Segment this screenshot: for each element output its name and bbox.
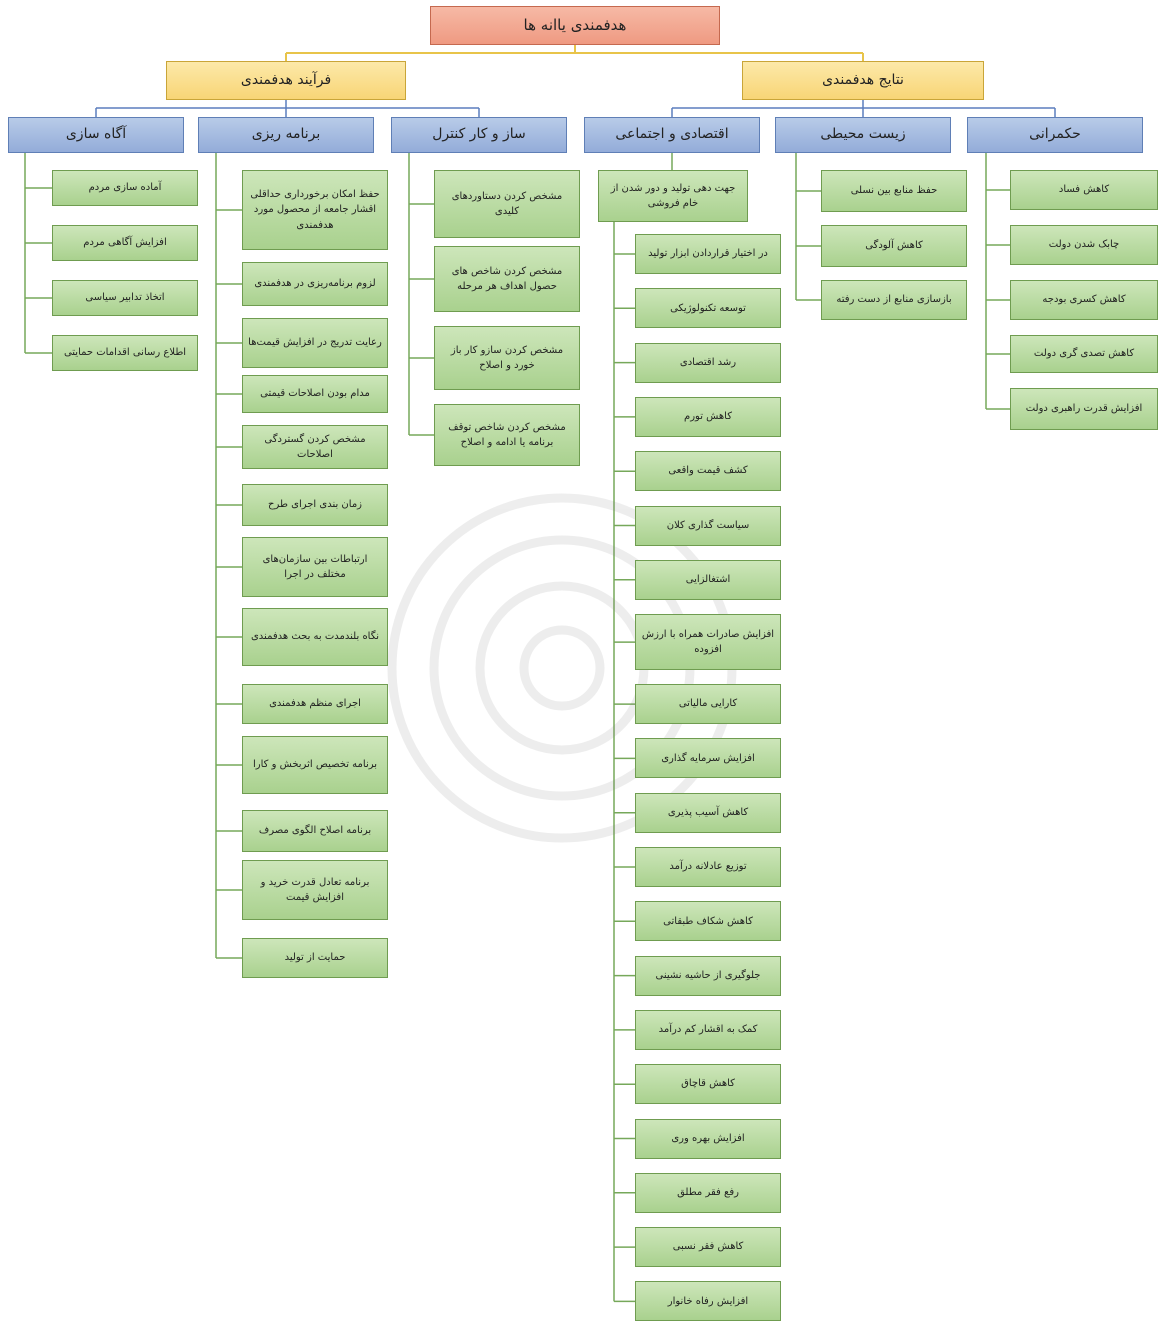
leaf-item: جهت دهی تولید و دور شدن از خام فروشی	[598, 170, 748, 222]
leaf-item: آماده سازی مردم	[52, 170, 198, 206]
leaf-item: کاهش کسری بودجه	[1010, 280, 1158, 320]
category-awareness: آگاه سازی	[8, 117, 184, 153]
leaf-item: ارتباطات بین سازمان‌های مختلف در اجرا	[242, 537, 388, 597]
leaf-item: افزایش آگاهی مردم	[52, 225, 198, 261]
leaf-item: توزیع عادلانه درآمد	[635, 847, 781, 887]
root-node: هدفمندی یاانه ها	[430, 6, 720, 45]
leaf-item: کشف قیمت واقعی	[635, 451, 781, 492]
leaf-item: چابک شدن دولت	[1010, 225, 1158, 265]
leaf-item: اشتغالزایی	[635, 559, 781, 600]
leaf-item: کاهش آسیب پذیری	[635, 792, 781, 833]
leaf-item: رشد اقتصادی	[635, 342, 781, 383]
leaf-item: مشخص کردن گستردگی اصلاحات	[242, 425, 388, 469]
category-environmental: زیست محیطی	[775, 117, 951, 153]
leaf-item: کاهش آلودگی	[821, 225, 967, 267]
leaf-item: کاهش قاچاق	[635, 1064, 781, 1105]
leaf-item: کمک به اقشار کم درآمد	[635, 1009, 781, 1050]
leaf-item: مشخص کردن دستاوردهای کلیدی	[434, 170, 580, 238]
leaf-item: توسعه تکنولوژیکی	[635, 288, 781, 329]
leaf-item: مشخص کردن شاخص توقف برنامه یا ادامه و اص…	[434, 404, 580, 466]
leaf-item: در اختیار قراردادن ابزار تولید	[635, 234, 781, 274]
leaf-item: حفظ منابع بین نسلی	[821, 170, 967, 212]
leaf-item: بازسازی منابع از دست رفته	[821, 280, 967, 320]
leaf-item: جلوگیری از حاشیه نشینی	[635, 955, 781, 996]
leaf-item: کاهش فقر نسبی	[635, 1227, 781, 1268]
leaf-item: افزایش رفاه خانوار	[635, 1281, 781, 1322]
leaf-item: نگاه بلندمدت به بحث هدفمندی	[242, 608, 388, 666]
leaf-item: سیاست گذاری کلان	[635, 505, 781, 546]
leaf-item: اطلاع رسانی اقدامات حمایتی	[52, 335, 198, 371]
leaf-item: افزایش سرمایه گذاری	[635, 738, 781, 779]
leaf-item: افزایش صادرات همراه با ارزش افزوده	[635, 614, 781, 671]
leaf-item: کاهش شکاف طبقاتی	[635, 901, 781, 942]
leaf-item: افزایش بهره وری	[635, 1118, 781, 1159]
branch-results-node: نتایج هدفمندی	[742, 61, 984, 100]
leaf-item: برنامه تخصیص اثربخش و کارا	[242, 736, 388, 794]
category-control-mechanism: ساز و کار کنترل	[391, 117, 567, 153]
leaf-item: کارایی مالیاتی	[635, 684, 781, 725]
leaf-item: مشخص کردن سازو کار باز خورد و اصلاح	[434, 326, 580, 390]
leaf-item: کاهش تصدی گری دولت	[1010, 335, 1158, 373]
leaf-item: رعایت تدریج در افزایش قیمت‌ها	[242, 318, 388, 368]
leaf-item: زمان بندی اجرای طرح	[242, 484, 388, 526]
leaf-item: لزوم برنامه‌ریزی در هدفمندی	[242, 262, 388, 306]
leaf-item: اتخاذ تدابیر سیاسی	[52, 280, 198, 316]
category-governance: حکمرانی	[967, 117, 1143, 153]
leaf-item: کاهش فساد	[1010, 170, 1158, 210]
leaf-item: حفظ امکان برخورداری حداقلی اقشار جامعه ا…	[242, 170, 388, 250]
branch-process-node: فرآیند هدفمندی	[166, 61, 406, 100]
leaf-item: کاهش تورم	[635, 396, 781, 437]
leaf-item: افزایش قدرت راهبری دولت	[1010, 388, 1158, 430]
category-planning: برنامه ریزی	[198, 117, 374, 153]
leaf-item: رفع فقر مطلق	[635, 1172, 781, 1213]
leaf-item: حمایت از تولید	[242, 938, 388, 978]
leaf-item: مدام بودن اصلاحات قیمتی	[242, 375, 388, 413]
leaf-item: مشخص کردن شاخص های حصول اهداف هر مرحله	[434, 246, 580, 312]
category-economic-social: اقتصادی و اجتماعی	[584, 117, 760, 153]
leaf-item: برنامه اصلاح الگوی مصرف	[242, 810, 388, 852]
leaf-item: اجرای منظم هدفمندی	[242, 684, 388, 724]
leaf-item: برنامه تعادل قدرت خرید و افزایش قیمت	[242, 860, 388, 920]
